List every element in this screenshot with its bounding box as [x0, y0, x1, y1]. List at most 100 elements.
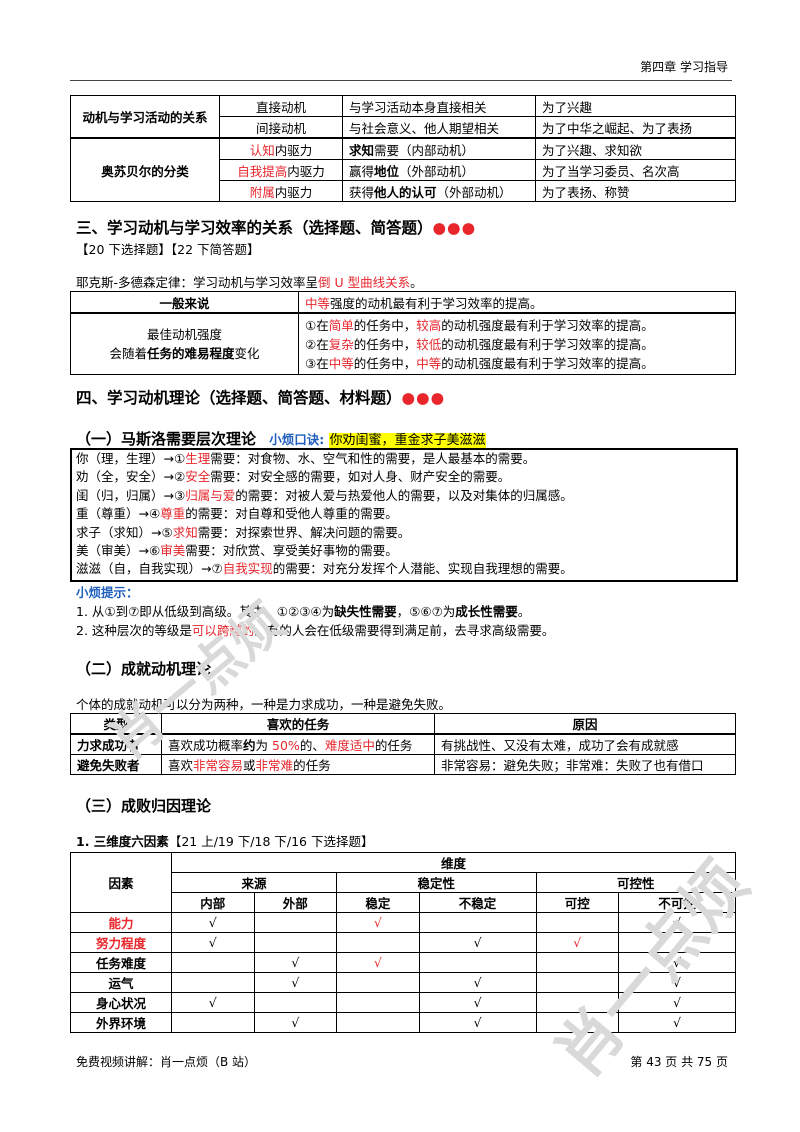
factor-name: 能力 [70, 912, 172, 933]
tips-label: 小烦提示： [76, 585, 139, 600]
need-aesthetic: 美（审美）→⑥审美需要：对欣赏、享受美好事物的需要。 [76, 542, 398, 558]
example-affiliative: 为了表扬、称赞 [535, 180, 736, 202]
general-statement: 中等强度的动机最有利于学习效率的提高。 [298, 291, 736, 314]
importance-dots: ●●● [432, 219, 477, 237]
checkmark: √ [473, 935, 482, 950]
factor-name: 身心状况 [70, 992, 172, 1013]
attribution-row: 运气√√√ [70, 972, 736, 993]
check-cell [336, 972, 420, 993]
chapter-header: 第四章 学习指导 [640, 60, 728, 74]
check-cell: √ [253, 972, 338, 993]
check-cell: √ [171, 932, 255, 953]
desc-self-enhancement: 赢得地位（外部动机） [342, 159, 536, 181]
header-divider [70, 80, 732, 81]
example-indirect: 为了中华之崛起、为了表扬 [535, 116, 736, 139]
page-number: 第 43 页 共 75 页 [630, 1055, 728, 1069]
type-self-enhancement: 自我提高内驱力 [219, 159, 343, 181]
check-cell [418, 952, 537, 973]
need-esteem: 重（尊重）→④尊重的需要：对自尊和受他人尊重的需要。 [76, 506, 398, 522]
item-simple-task: ①在简单的任务中，较高的动机强度最有利于学习效率的提高。 [305, 317, 654, 333]
example-self-enhancement: 为了当学习委员、名次高 [535, 159, 736, 181]
checkmark: √ [673, 975, 681, 990]
section-4-title: 四、学习动机理论（选择题、简答题、材料题）●●● [76, 389, 446, 407]
check-cell: √ [336, 912, 420, 933]
maslow-needs-box: 你（理，生理）→①生理需要：对食物、水、空气和性的需要，是人最基本的需要。 劝（… [70, 448, 738, 582]
type-failure-avoider: 避免失败者 [70, 754, 162, 775]
col-dimension: 维度 [171, 852, 736, 873]
checkmark: √ [673, 1015, 681, 1030]
type-direct: 直接动机 [219, 95, 343, 117]
mnemonic-text: 你劝闺蜜，重金求子美滋滋 [329, 433, 486, 448]
reason-success-seeker: 有挑战性、又没有太难，成功了会有成就感 [434, 733, 736, 755]
check-cell: √ [418, 1012, 537, 1033]
checkmark-red: √ [573, 935, 582, 950]
example-direct: 为了兴趣 [535, 95, 736, 117]
factor-name: 外界环境 [70, 1012, 172, 1033]
desc-indirect: 与社会意义、他人期望相关 [342, 116, 536, 139]
col-uncontrollable: 不可控 [618, 892, 736, 913]
maslow-title: （一）马斯洛需要层次理论 小烦口诀: 你劝闺蜜，重金求子美滋滋 [76, 430, 486, 448]
col-source: 来源 [170, 872, 338, 893]
task-failure-avoider: 喜欢非常容易或非常难的任务 [161, 754, 435, 775]
check-cell [171, 1012, 255, 1033]
col-factor: 因素 [70, 852, 172, 913]
check-cell [253, 932, 338, 953]
check-cell [336, 932, 420, 953]
checkmark: √ [673, 995, 681, 1010]
need-safety: 劝（全，安全）→②安全需要：对安全感的需要，如对人身、财产安全的需要。 [76, 469, 511, 485]
attribution-row: 努力程度 √ √ √ [70, 932, 736, 953]
task-success-seeker: 喜欢成功概率约为 50%的、难度适中的任务 [161, 733, 435, 755]
row-head-relation: 动机与学习活动的关系 [70, 95, 220, 139]
checkmark: √ [673, 915, 681, 930]
need-knowledge: 求子（求知）→⑤求知需要：对探索世界、解决问题的需要。 [76, 524, 411, 540]
check-cell [418, 912, 537, 933]
checkmark: √ [473, 1015, 482, 1030]
optimal-intensity-label: 最佳动机强度 会随着任务的难易程度变化 [70, 312, 299, 375]
desc-cognitive: 求知需要（内部动机） [342, 137, 536, 160]
need-physiological: 你（理，生理）→①生理需要：对食物、水、空气和性的需要，是人最基本的需要。 [76, 451, 536, 466]
col-stability: 稳定性 [336, 872, 537, 893]
attribution-subtitle: 1. 三维度六因素【21 上/19 下/18 下/16 下选择题】 [76, 834, 374, 849]
col-controllable: 可控 [535, 892, 620, 913]
attribution-title: （三）成败归因理论 [76, 797, 212, 815]
footer-video-note: 免费视频讲解：肖一点烦（B 站） [76, 1055, 257, 1069]
checkmark: √ [208, 935, 217, 950]
check-cell [535, 912, 620, 933]
achievement-title: （二）成就动机理论 [76, 660, 212, 678]
checkmark: √ [473, 995, 482, 1010]
item-complex-task: ②在复杂的任务中，较低的动机强度最有利于学习效率的提高。 [305, 336, 654, 352]
checkmark: √ [473, 975, 482, 990]
type-cognitive: 认知内驱力 [219, 137, 343, 160]
task-difficulty-items: ①在简单的任务中，较高的动机强度最有利于学习效率的提高。 ②在复杂的任务中，较低… [298, 312, 736, 375]
achievement-table: 类型 喜欢的任务 原因 力求成功者 喜欢成功概率约为 50%的、难度适中的任务 … [70, 713, 736, 775]
check-cell: √ [618, 1012, 736, 1033]
check-cell [171, 972, 255, 993]
yerkes-dodson-table: 一般来说 中等强度的动机最有利于学习效率的提高。 最佳动机强度 会随着任务的难易… [70, 291, 736, 375]
desc-direct: 与学习活动本身直接相关 [342, 95, 536, 117]
factor-name: 努力程度 [70, 932, 172, 953]
col-stable: 稳定 [336, 892, 420, 913]
checkmark-red: √ [373, 955, 382, 970]
col-internal: 内部 [171, 892, 255, 913]
check-cell: √ [418, 992, 537, 1013]
example-cognitive: 为了兴趣、求知欲 [535, 137, 736, 160]
checkmark: √ [208, 995, 217, 1010]
yerkes-dodson-law: 耶克斯-多德森定律：学习动机与学习效率呈倒 U 型曲线关系。 [76, 275, 423, 290]
check-cell: √ [171, 912, 255, 933]
reason-failure-avoider: 非常容易：避免失败；非常难：失败了也有借口 [434, 754, 736, 775]
row-head-ausubel: 奥苏贝尔的分类 [70, 137, 220, 202]
attribution-row: 外界环境√√√ [70, 1012, 736, 1033]
check-cell [253, 992, 338, 1013]
check-cell [336, 992, 420, 1013]
check-cell: √ [336, 952, 420, 973]
type-indirect: 间接动机 [219, 116, 343, 139]
tip-1: 1. 从①到⑦即从低级到高级。其中，①②③④为缺失性需要，⑤⑥⑦为成长性需要。 [76, 604, 531, 619]
checkmark: √ [291, 975, 300, 990]
check-cell: √ [171, 992, 255, 1013]
checkmark: √ [208, 915, 217, 930]
check-cell [171, 952, 255, 973]
check-cell [336, 1012, 420, 1033]
checkmark: √ [673, 955, 681, 970]
factor-name: 任务难度 [70, 952, 172, 973]
